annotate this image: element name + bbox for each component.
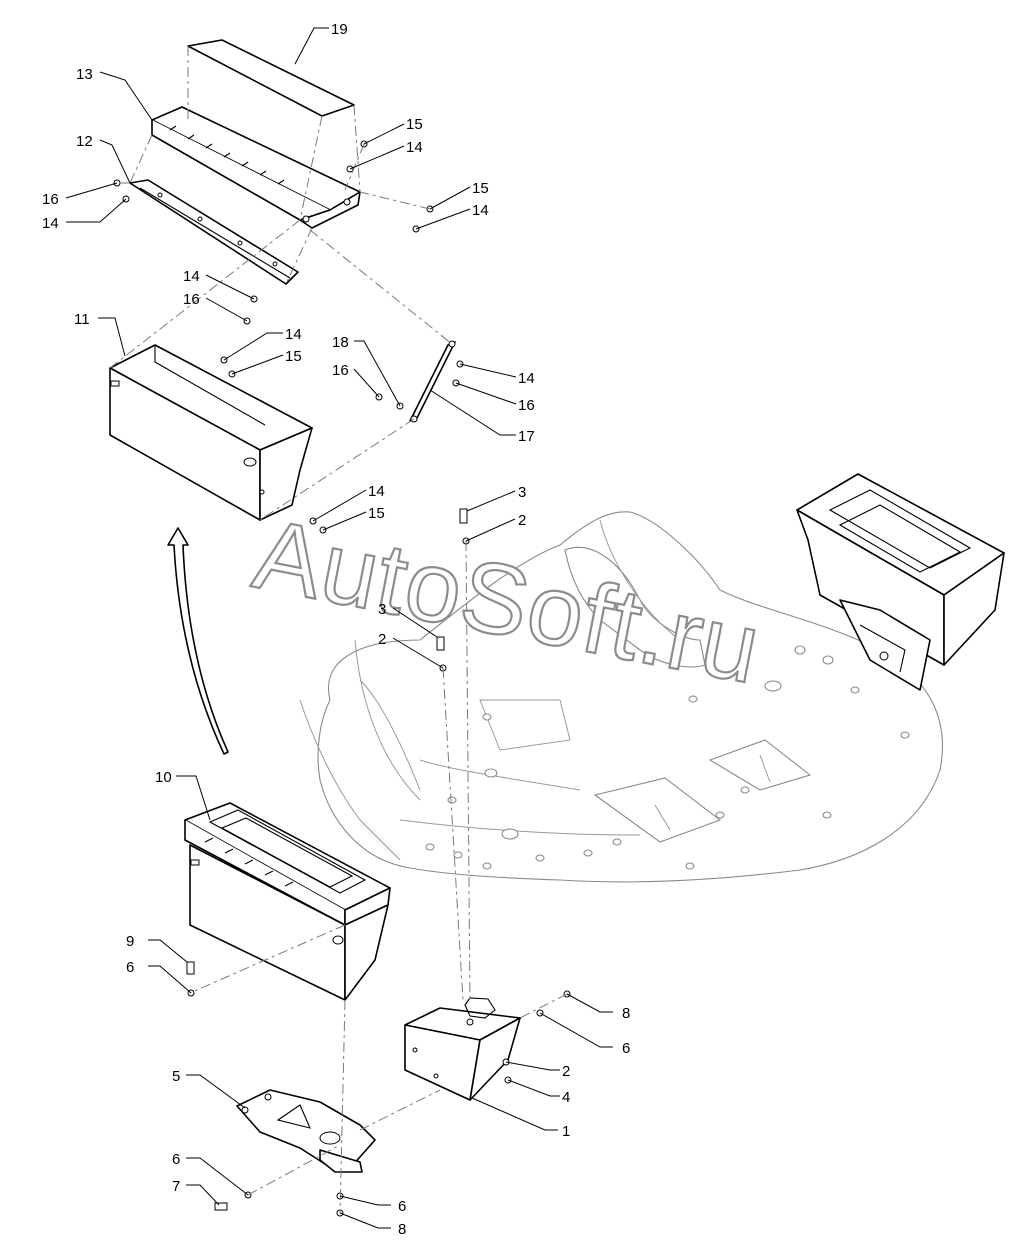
callout-2: 2 xyxy=(378,631,386,648)
callout-6: 6 xyxy=(172,1151,180,1168)
callout-6: 6 xyxy=(398,1198,406,1215)
callout-16: 16 xyxy=(183,291,200,308)
callout-14: 14 xyxy=(518,370,535,387)
item-11-box xyxy=(109,344,313,521)
callout-7: 7 xyxy=(172,1178,180,1195)
callout-labels: 19 13 12 16 14 15 14 15 14 14 16 11 14 1… xyxy=(42,21,630,1238)
callout-6: 6 xyxy=(622,1040,630,1057)
callout-11: 11 xyxy=(74,311,90,328)
callout-10: 10 xyxy=(155,769,172,786)
item-10-toolbox xyxy=(184,802,391,1001)
callout-9: 9 xyxy=(126,933,134,950)
callout-18: 18 xyxy=(332,334,349,351)
callout-4: 4 xyxy=(562,1089,570,1106)
item-1-bracket xyxy=(404,997,521,1101)
chassis-frame xyxy=(299,511,944,883)
callout-3: 3 xyxy=(518,484,526,501)
callout-19: 19 xyxy=(331,21,348,38)
callout-14: 14 xyxy=(42,215,59,232)
installed-toolbox xyxy=(796,473,1005,691)
callout-3: 3 xyxy=(378,601,386,618)
callout-16: 16 xyxy=(518,397,535,414)
callout-14: 14 xyxy=(183,268,200,285)
callout-15: 15 xyxy=(285,348,302,365)
callout-17: 17 xyxy=(518,428,535,445)
callout-2: 2 xyxy=(562,1063,570,1080)
item-5-plate xyxy=(236,1089,376,1173)
callout-14: 14 xyxy=(406,139,423,156)
callout-16: 16 xyxy=(332,362,349,379)
assembly-lines xyxy=(109,46,568,1214)
item-12-bracket xyxy=(129,179,299,285)
item-17-strut xyxy=(409,340,456,423)
callout-5: 5 xyxy=(172,1068,180,1085)
callout-14: 14 xyxy=(285,326,302,343)
callout-15: 15 xyxy=(472,180,489,197)
callout-8: 8 xyxy=(398,1221,406,1238)
callout-6: 6 xyxy=(126,959,134,976)
callout-13: 13 xyxy=(76,66,93,83)
callout-15: 15 xyxy=(368,505,385,522)
callout-14: 14 xyxy=(472,202,489,219)
callout-16: 16 xyxy=(42,191,59,208)
callout-12: 12 xyxy=(76,133,93,150)
leader-lines xyxy=(65,27,613,1229)
callout-14: 14 xyxy=(368,483,385,500)
callout-2: 2 xyxy=(518,512,526,529)
callout-15: 15 xyxy=(406,116,423,133)
curved-arrow xyxy=(167,527,229,755)
item-19-strip xyxy=(187,39,355,117)
callout-8: 8 xyxy=(622,1005,630,1022)
callout-1: 1 xyxy=(562,1123,570,1140)
